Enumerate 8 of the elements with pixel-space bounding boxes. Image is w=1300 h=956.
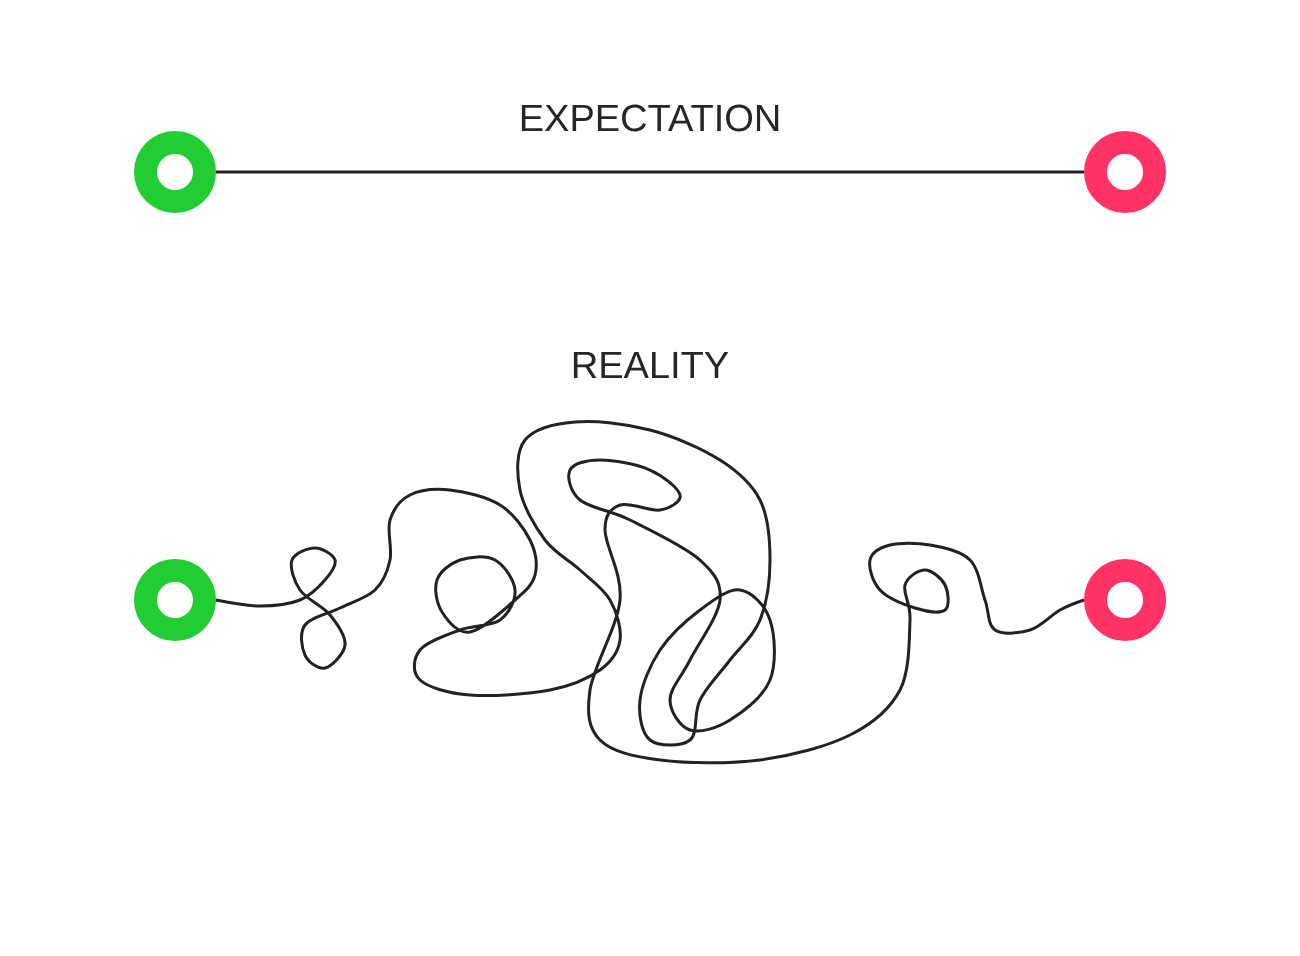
- ring-marker: [1084, 131, 1166, 213]
- ring-marker: [134, 131, 216, 213]
- heading: EXPECTATION: [521, 104, 779, 132]
- heading: REALITY: [573, 351, 729, 379]
- straight-line: [216, 170, 1084, 174]
- ring-marker: [1084, 559, 1166, 641]
- ring-marker: [134, 559, 216, 641]
- tangled-line: [215, 420, 1085, 765]
